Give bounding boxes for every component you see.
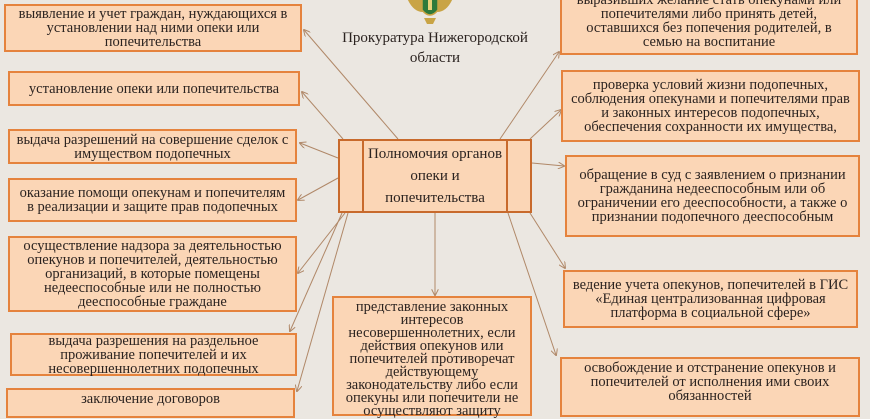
arrow	[290, 212, 343, 331]
central-node: Полномочия органов опеки и попечительств…	[338, 139, 532, 213]
left-item-assistance: оказание помощи опекунам и попечителям в…	[8, 178, 297, 222]
arrow	[304, 30, 399, 140]
arrow	[302, 92, 344, 140]
left-item-identification: выявление и учет граждан, нуждающихся в …	[4, 4, 302, 52]
right-item-court-appeal: обращение в суд с заявлением о признании…	[565, 155, 860, 237]
arrow	[300, 143, 339, 159]
left-item-separate-residence: выдача разрешения на раздельное проживан…	[10, 333, 297, 376]
right-item-inspection: проверка условий жизни подопечных, соблю…	[561, 70, 860, 142]
right-item-dismissal: освобождение и отстранение опекунов и по…	[560, 357, 860, 417]
arrow	[507, 212, 556, 355]
organization-name: Прокуратура Нижегородской области	[342, 30, 528, 66]
arrow	[298, 177, 339, 200]
bottom-item-representation: представление законных интересов несовер…	[332, 296, 532, 418]
arrow	[529, 110, 561, 140]
left-item-contracts: заключение договоров	[6, 388, 295, 418]
prosecutor-emblem-icon	[407, 0, 453, 24]
arrow	[531, 163, 564, 166]
central-node-right-bar	[506, 141, 530, 211]
right-item-selection: подбор, учет и подготовка граждан, выраз…	[560, 0, 858, 55]
left-item-transaction-permits: выдача разрешений на совершение сделок с…	[8, 129, 297, 164]
arrow	[529, 212, 565, 268]
arrow	[297, 212, 349, 391]
left-item-supervision: осуществление надзора за деятельностью о…	[8, 236, 297, 312]
right-item-gis-registry: ведение учета опекунов, попечителей в ГИ…	[563, 270, 858, 328]
central-node-title: Полномочия органов опеки и попечительств…	[367, 146, 503, 206]
arrow	[499, 52, 559, 140]
central-node-left-bar	[340, 141, 364, 211]
left-item-establishment: установление опеки или попечительства	[8, 71, 300, 106]
connector-arrows	[0, 0, 870, 400]
